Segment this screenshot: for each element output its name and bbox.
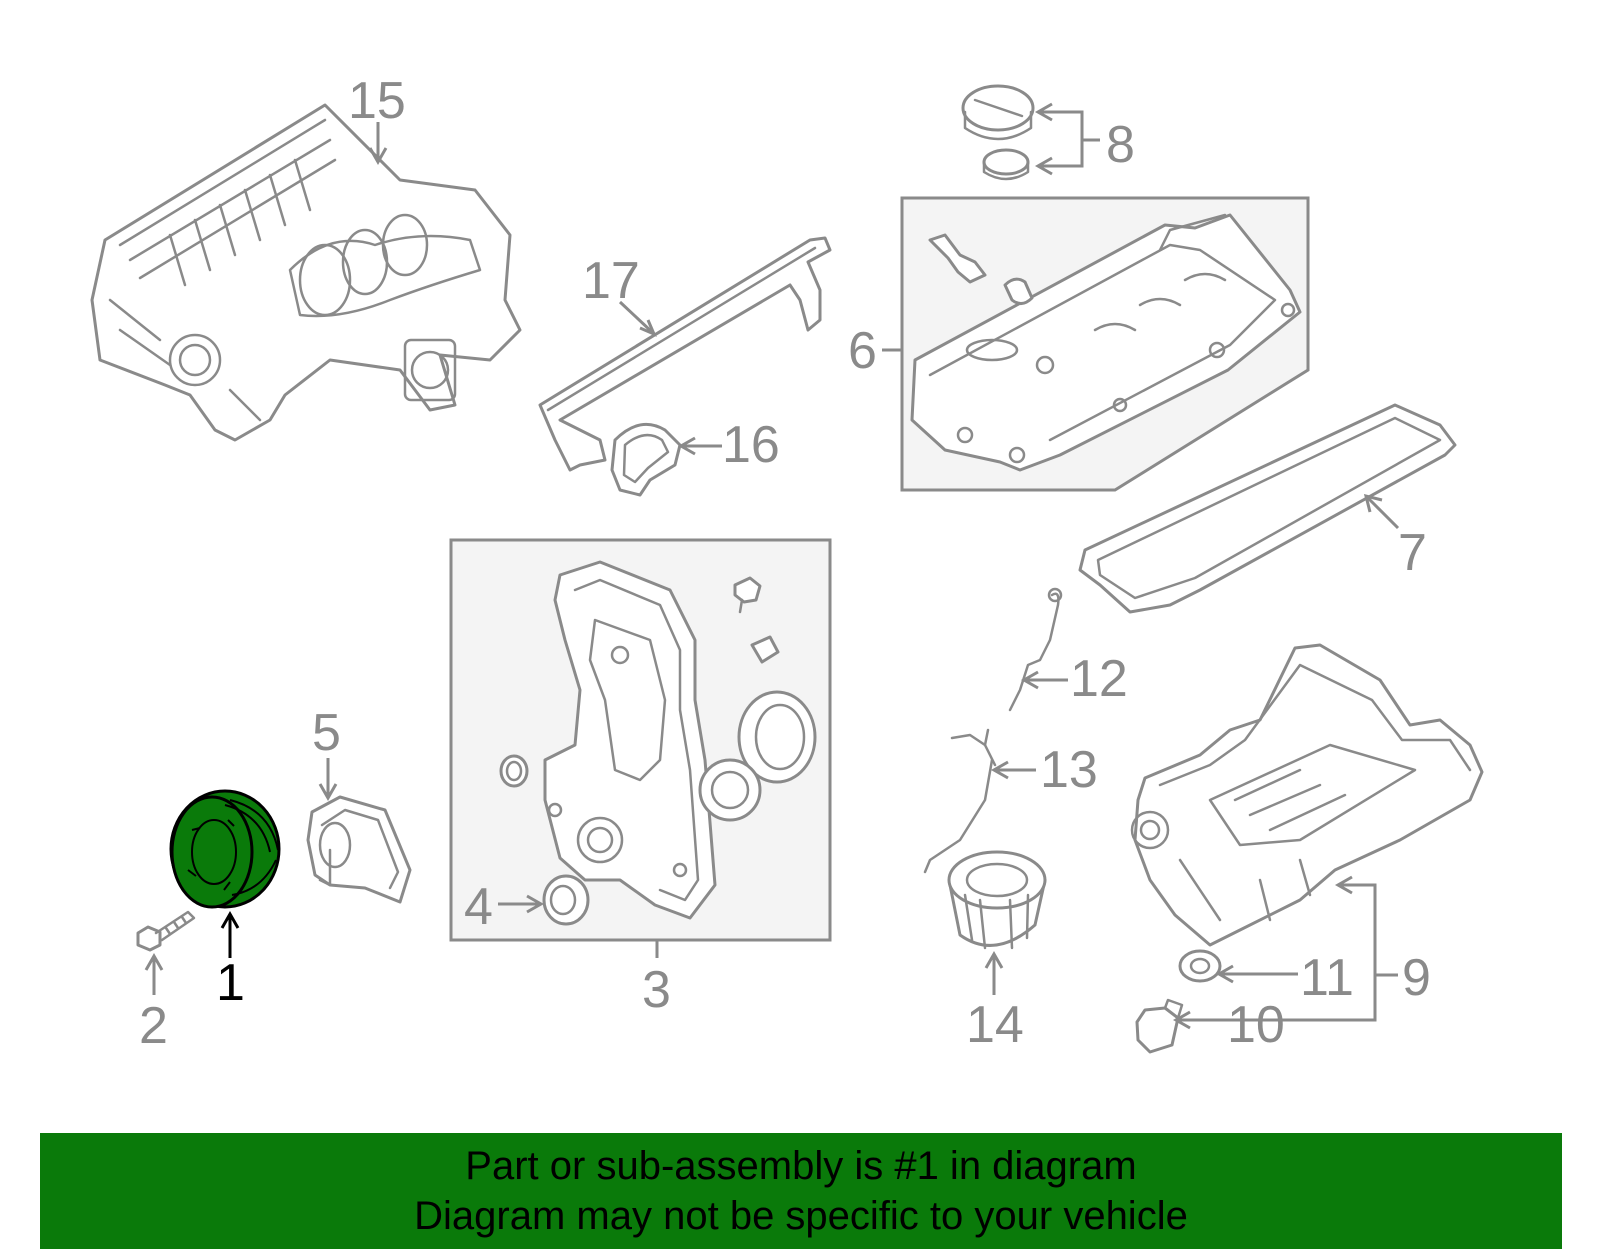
leader-8 [1040, 110, 1100, 168]
leader-17 [618, 300, 654, 334]
callout-14[interactable]: 14 [966, 996, 1024, 1054]
part-17-gasket-strip[interactable] [538, 236, 832, 472]
callout-8[interactable]: 8 [1106, 116, 1135, 174]
callout-13[interactable]: 13 [1040, 741, 1098, 799]
parts-diagram: 15 17 16 8 6 [90, 72, 1484, 1055]
leader-15-arrow [368, 147, 388, 166]
callout-15[interactable]: 15 [348, 72, 406, 130]
part-11-washer[interactable] [1178, 949, 1222, 983]
callout-12[interactable]: 12 [1070, 650, 1128, 708]
callout-9[interactable]: 9 [1402, 949, 1431, 1007]
part-2-bolt[interactable] [136, 910, 196, 952]
part-7-gasket[interactable] [1078, 403, 1457, 614]
part-10-drain-plug[interactable] [1135, 998, 1184, 1054]
part-16-gasket[interactable] [610, 422, 682, 497]
callout-16[interactable]: 16 [722, 416, 780, 474]
callout-2[interactable]: 2 [139, 997, 168, 1055]
callout-3[interactable]: 3 [642, 961, 671, 1019]
banner-line-2: Diagram may not be specific to your vehi… [414, 1194, 1188, 1238]
leader-9 [1176, 883, 1398, 1022]
info-banner: Part or sub-assembly is #1 in diagram Di… [40, 1133, 1562, 1249]
part-12-dipstick[interactable] [1008, 587, 1063, 712]
callout-10[interactable]: 10 [1227, 996, 1285, 1054]
callout-4[interactable]: 4 [464, 878, 493, 936]
callout-11[interactable]: 11 [1300, 949, 1354, 1007]
part-6-valve-cover[interactable] [910, 213, 1302, 472]
leader-7 [1366, 496, 1400, 530]
callout-5[interactable]: 5 [312, 704, 341, 762]
banner-line-1: Part or sub-assembly is #1 in diagram [465, 1144, 1137, 1188]
part-15-intake-manifold[interactable] [90, 103, 522, 442]
part-4-seal[interactable] [542, 874, 590, 926]
part-5-rear-seal[interactable] [306, 795, 412, 904]
part-3-timing-cover[interactable] [499, 560, 817, 920]
callout-6[interactable]: 6 [848, 322, 877, 380]
callout-1[interactable]: 1 [216, 954, 245, 1012]
callout-7[interactable]: 7 [1398, 524, 1427, 582]
callout-17[interactable]: 17 [582, 252, 640, 310]
part-9-oil-pan[interactable] [1130, 643, 1484, 947]
part-1-crank-pulley[interactable] [169, 789, 281, 909]
part-14-oil-filter[interactable] [947, 850, 1047, 950]
part-8-oil-cap[interactable] [961, 84, 1035, 181]
part-13-dipstick-tube[interactable] [923, 728, 997, 874]
